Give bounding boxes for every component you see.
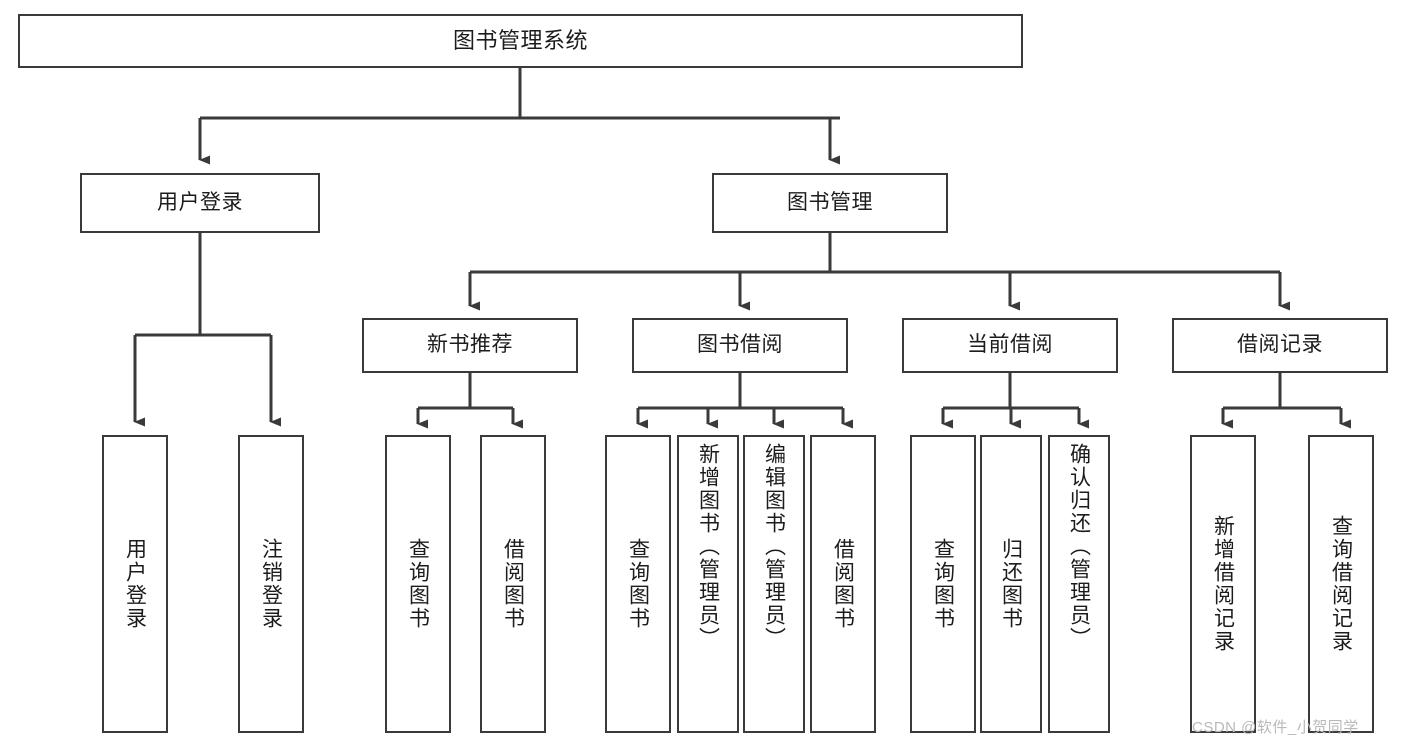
node-leaf-add-book-admin[interactable]: 新增图书（管理员） bbox=[677, 435, 739, 733]
node-label-user-login: 用户登录 bbox=[157, 190, 243, 214]
node-label-leaf-borrow-book-recommend: 借阅图书 bbox=[501, 538, 525, 630]
node-leaf-borrow-book-recommend[interactable]: 借阅图书 bbox=[480, 435, 546, 733]
node-label-borrow-record: 借阅记录 bbox=[1237, 333, 1323, 357]
node-leaf-logout[interactable]: 注销登录 bbox=[238, 435, 304, 733]
node-label-leaf-edit-book-admin: 编辑图书（管理员） bbox=[762, 443, 786, 650]
node-label-book-management: 图书管理 bbox=[787, 190, 873, 214]
node-leaf-add-borrow-record[interactable]: 新增借阅记录 bbox=[1190, 435, 1256, 733]
node-label-leaf-logout: 注销登录 bbox=[259, 538, 283, 630]
node-label-leaf-return-book: 归还图书 bbox=[999, 538, 1023, 630]
node-new-book-recommend[interactable]: 新书推荐 bbox=[362, 318, 578, 373]
node-label-leaf-query-book-current: 查询图书 bbox=[931, 538, 955, 630]
node-current-borrow[interactable]: 当前借阅 bbox=[902, 318, 1118, 373]
node-label-leaf-query-book-recommend: 查询图书 bbox=[406, 538, 430, 630]
node-borrow-record[interactable]: 借阅记录 bbox=[1172, 318, 1388, 373]
node-leaf-query-book-current[interactable]: 查询图书 bbox=[910, 435, 976, 733]
node-label-leaf-borrow-book: 借阅图书 bbox=[831, 538, 855, 630]
node-user-login[interactable]: 用户登录 bbox=[80, 173, 320, 233]
node-label-leaf-add-book-admin: 新增图书（管理员） bbox=[696, 443, 720, 650]
node-label-leaf-query-borrow-record: 查询借阅记录 bbox=[1329, 515, 1353, 653]
node-leaf-edit-book-admin[interactable]: 编辑图书（管理员） bbox=[743, 435, 805, 733]
node-book-management[interactable]: 图书管理 bbox=[712, 173, 948, 233]
node-label-book-borrow: 图书借阅 bbox=[697, 333, 783, 357]
node-leaf-confirm-return-admin[interactable]: 确认归还（管理员） bbox=[1048, 435, 1110, 733]
csdn-watermark: CSDN @软件_小贺同学 bbox=[1192, 719, 1359, 736]
node-label-leaf-query-book-borrow: 查询图书 bbox=[626, 538, 650, 630]
node-label-current-borrow: 当前借阅 bbox=[967, 333, 1053, 357]
node-leaf-query-book-borrow[interactable]: 查询图书 bbox=[605, 435, 671, 733]
node-leaf-borrow-book[interactable]: 借阅图书 bbox=[810, 435, 876, 733]
node-leaf-return-book[interactable]: 归还图书 bbox=[980, 435, 1042, 733]
node-label-leaf-user-login: 用户登录 bbox=[123, 538, 147, 630]
node-book-borrow[interactable]: 图书借阅 bbox=[632, 318, 848, 373]
node-book-management-system[interactable]: 图书管理系统 bbox=[18, 14, 1023, 68]
node-leaf-query-book-recommend[interactable]: 查询图书 bbox=[385, 435, 451, 733]
node-label-leaf-confirm-return-admin: 确认归还（管理员） bbox=[1067, 443, 1091, 650]
node-label-leaf-add-borrow-record: 新增借阅记录 bbox=[1211, 515, 1235, 653]
node-leaf-user-login[interactable]: 用户登录 bbox=[102, 435, 168, 733]
node-leaf-query-borrow-record[interactable]: 查询借阅记录 bbox=[1308, 435, 1374, 733]
node-label-new-book-recommend: 新书推荐 bbox=[427, 333, 513, 357]
node-label-root: 图书管理系统 bbox=[452, 28, 588, 54]
